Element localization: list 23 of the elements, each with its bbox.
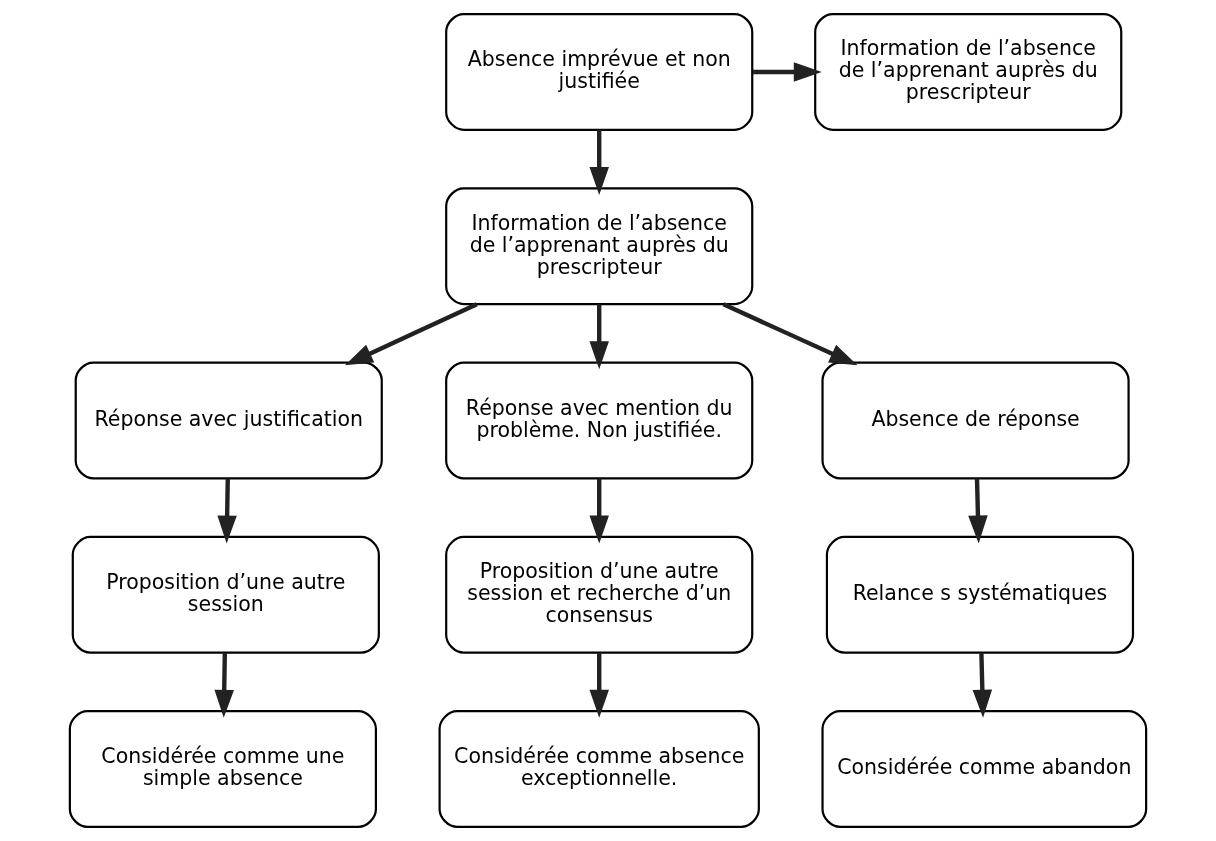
arrow xyxy=(589,652,609,718)
node-box: Proposition d’une autre session xyxy=(71,535,380,654)
arrow xyxy=(972,652,993,718)
node-box: Information de l’absence de l’apprenant auprès du prescripteur xyxy=(814,13,1123,131)
node-box: Considérée comme une simple absence xyxy=(68,710,377,828)
node-box: Réponse avec mention du problème. Non justifiée. xyxy=(445,361,754,480)
node-box: Considérée comme abandon xyxy=(821,710,1148,828)
arrow xyxy=(722,302,858,366)
node-box: Réponse avec justification xyxy=(74,361,383,480)
node-box: Considérée comme absence exceptionnelle. xyxy=(438,710,760,828)
node-box: Proposition d’une autre session et recherche d’un consensus xyxy=(445,535,754,654)
node-box: Absence de réponse xyxy=(821,361,1130,480)
node-box: Relance s systématiques xyxy=(825,535,1135,654)
node-box: Absence imprévue et non justifiée xyxy=(445,13,754,131)
arrow xyxy=(752,62,822,82)
arrow xyxy=(589,478,609,544)
arrow xyxy=(589,130,609,195)
arrow xyxy=(589,304,609,370)
arrow xyxy=(217,478,237,544)
arrow xyxy=(968,478,988,544)
node-box: Information de l’absence de l’apprenant auprès du prescripteur xyxy=(445,187,754,306)
arrow xyxy=(214,652,234,718)
arrow xyxy=(344,302,478,366)
